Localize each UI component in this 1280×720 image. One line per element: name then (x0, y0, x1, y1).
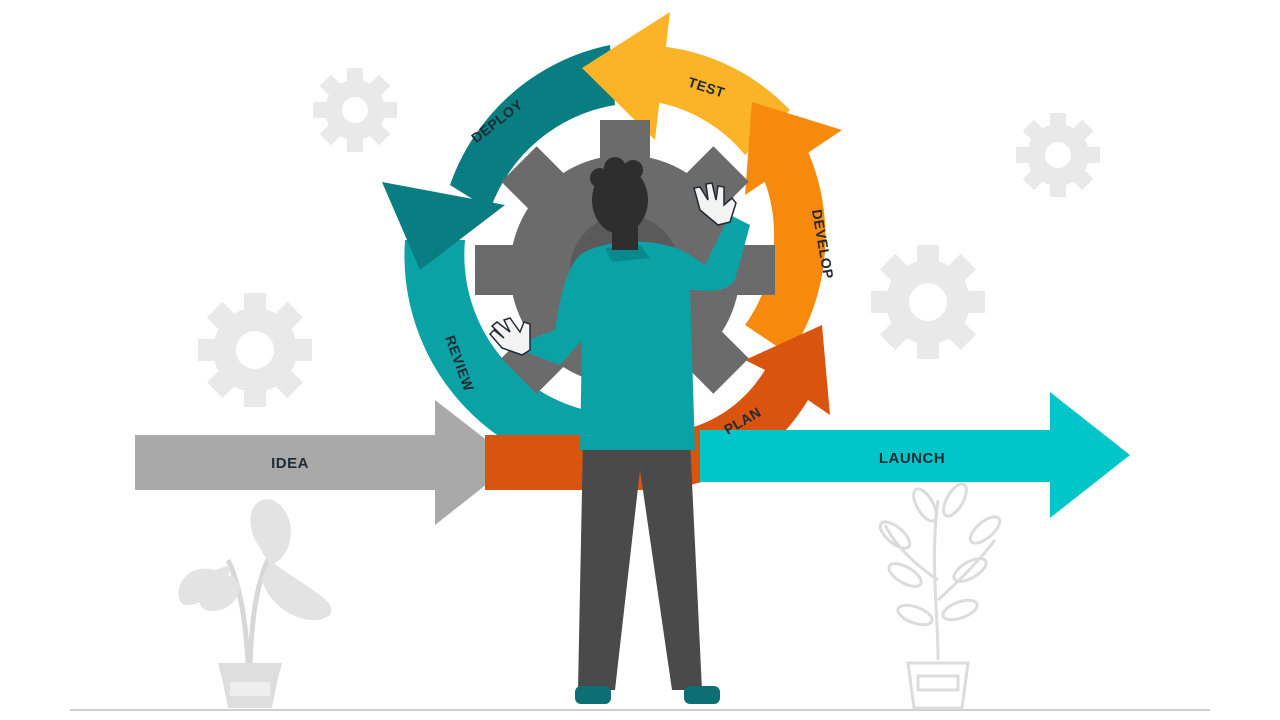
launch-arrow (700, 392, 1130, 518)
idea-arrow (135, 400, 515, 525)
background-gear-icon (313, 68, 397, 152)
left-plant-icon (178, 499, 332, 708)
left-shoe (575, 686, 611, 704)
background-gear-icon (198, 293, 312, 407)
deploy-arc (450, 45, 615, 210)
right-shoe (684, 686, 720, 704)
review-arc (404, 240, 585, 470)
left-hand (488, 317, 531, 356)
develop-arrowhead (745, 102, 842, 195)
background-gear-icon (1016, 113, 1100, 197)
develop-arc (745, 145, 826, 355)
background-gear-icon (871, 245, 985, 359)
deploy-arrowhead (382, 182, 505, 270)
right-hand (693, 182, 737, 226)
trousers (578, 440, 702, 690)
person-figure (488, 157, 750, 704)
launch-label: LAUNCH (879, 450, 945, 467)
right-plant-icon (878, 482, 1002, 710)
test-arrowhead (582, 12, 670, 140)
cycle-ring (382, 12, 842, 470)
shirt (520, 215, 750, 450)
idea-label: IDEA (271, 455, 309, 472)
